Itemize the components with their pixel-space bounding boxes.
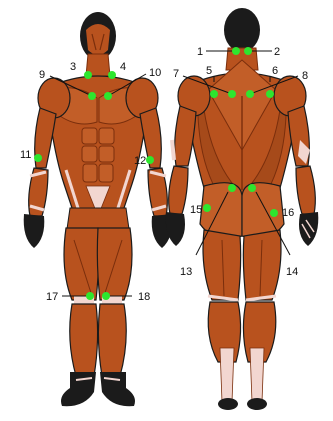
label-4: 4: [120, 61, 126, 73]
label-1: 1: [197, 46, 203, 58]
label-18: 18: [138, 291, 150, 303]
green-dot-marker-4: [108, 71, 116, 79]
green-dot-marker-2: [244, 47, 252, 55]
label-15: 15: [190, 204, 202, 216]
label-12: 12: [134, 155, 146, 167]
green-dot-marker-7: [228, 90, 236, 98]
green-dot-marker-3: [84, 71, 92, 79]
green-dot-marker-13: [228, 184, 236, 192]
label-2: 2: [274, 46, 280, 58]
green-dot-marker-5: [210, 90, 218, 98]
posterior-muscle-figure: [166, 8, 319, 410]
label-9: 9: [39, 69, 45, 81]
label-16: 16: [282, 207, 294, 219]
label-13: 13: [180, 266, 192, 278]
label-10: 10: [149, 67, 161, 79]
label-3: 3: [70, 61, 76, 73]
label-14: 14: [286, 266, 298, 278]
label-7: 7: [173, 68, 179, 80]
label-8: 8: [302, 70, 308, 82]
green-dot-marker-8: [246, 90, 254, 98]
green-dot-marker-12: [146, 156, 154, 164]
green-dot-marker-10: [104, 92, 112, 100]
green-dot-marker-17: [86, 292, 94, 300]
green-dot-marker-11: [34, 154, 42, 162]
label-6: 6: [272, 65, 278, 77]
label-17: 17: [46, 291, 58, 303]
green-dot-marker-15: [203, 204, 211, 212]
label-11: 11: [20, 149, 31, 161]
green-dot-marker-18: [102, 292, 110, 300]
green-dot-marker-14: [248, 184, 256, 192]
label-5: 5: [206, 65, 212, 77]
green-dot-marker-1: [232, 47, 240, 55]
green-dot-marker-6: [266, 90, 274, 98]
green-dot-marker-9: [88, 92, 96, 100]
green-dot-marker-16: [270, 209, 278, 217]
